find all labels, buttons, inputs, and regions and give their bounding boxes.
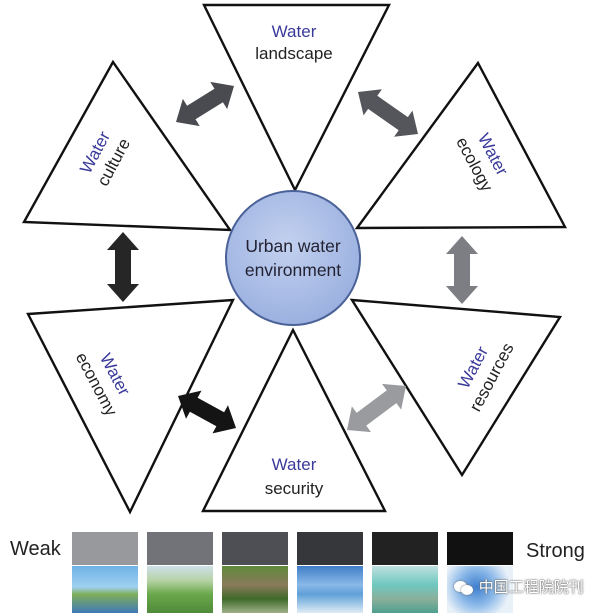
legend-strong-label: Strong — [526, 540, 585, 562]
center-circle — [225, 190, 361, 326]
landscape-title: Water — [272, 22, 317, 41]
legend-swatch-level-2 — [222, 532, 288, 565]
legend-weak-label: Weak — [10, 538, 61, 560]
center-label-line1: Urban water — [245, 236, 340, 256]
wechat-icon — [454, 580, 474, 595]
arrow-resources-security — [347, 383, 407, 433]
arrow-economy-culture — [107, 232, 139, 302]
security-title: Water — [272, 455, 317, 474]
legend-swatch-level-4 — [372, 532, 438, 565]
landscape-subtitle: landscape — [255, 44, 333, 63]
arrow-security-economy — [178, 390, 237, 434]
legend-swatch-level-1 — [147, 532, 213, 565]
triangle-security — [201, 327, 387, 513]
watermark: 中国工程院院刊 — [454, 576, 584, 597]
relationship-arrows — [107, 81, 478, 434]
triangle-landscape — [202, 3, 391, 193]
legend-photo-water-channel-reeds — [372, 566, 438, 613]
legend-photo-city-skyline-greenery — [72, 566, 138, 613]
triangle-economy — [26, 298, 235, 515]
watermark-text: 中国工程院院刊 — [478, 578, 584, 596]
center-label-line2: environment — [245, 260, 341, 280]
legend-swatch-level-5 — [447, 532, 513, 565]
legend-photo-green-lake-park — [147, 566, 213, 613]
legend-swatch-level-0 — [72, 532, 138, 565]
triangle-resources — [349, 298, 563, 478]
arrow-landscape-ecology — [358, 89, 418, 137]
arrow-culture-landscape — [176, 81, 235, 127]
legend-photo-floating-island-city — [297, 566, 363, 613]
security-subtitle: security — [265, 479, 324, 498]
triangle-ecology — [354, 60, 567, 230]
triangle-culture — [22, 59, 233, 232]
legend-photo-waterfall-house-forest — [222, 566, 288, 613]
label-landscape: Water landscape — [255, 22, 333, 63]
legend-swatch-level-3 — [297, 532, 363, 565]
label-security: Water security — [265, 455, 324, 498]
arrow-ecology-resources — [446, 236, 478, 304]
